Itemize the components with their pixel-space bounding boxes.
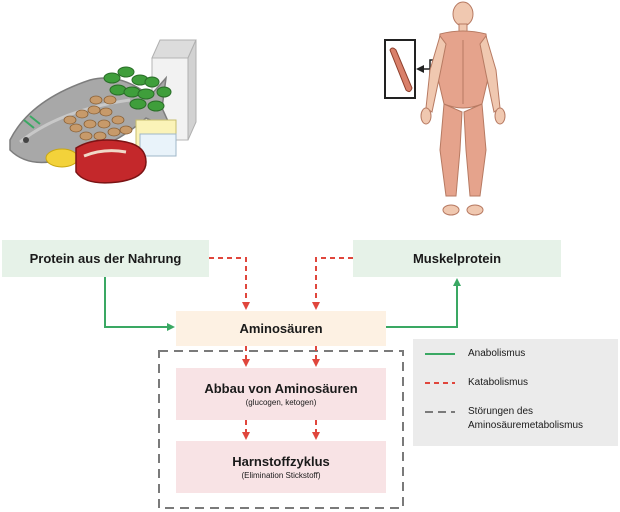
steak-icon — [75, 139, 147, 184]
legend: Anabolismus Katabolismus Störungen des A… — [413, 339, 618, 446]
node-amino-acids-title: Aminosäuren — [239, 321, 323, 336]
node-amino-acid-degradation-sub: (glucogen, ketogen) — [245, 398, 317, 407]
legend-disorders-line — [425, 411, 455, 413]
catabolism-arrow-muscle-to-amino — [312, 257, 353, 310]
legend-catabolism-label: Katabolismus — [468, 377, 529, 388]
anabolism-arrow-food-to-amino — [104, 277, 175, 331]
catabolism-arrow-food-to-amino — [209, 257, 250, 310]
legend-anabolism-line — [425, 352, 455, 355]
legend-catabolism-line — [425, 381, 455, 384]
node-muscle-protein: Muskelprotein — [353, 240, 561, 277]
anabolism-arrow-amino-to-muscle — [386, 278, 461, 328]
disorders-region — [158, 350, 404, 509]
legend-item-anabolism: Anabolismus — [413, 348, 525, 359]
node-amino-acids: Aminosäuren — [176, 311, 386, 346]
node-amino-acid-degradation: Abbau von Aminosäuren (glucogen, ketogen… — [176, 368, 386, 420]
butter-icon — [135, 119, 177, 157]
legend-disorders-label-2: Aminosäuremetabolismus — [468, 420, 584, 431]
legend-anabolism-label: Anabolismus — [468, 348, 526, 359]
lemon-icon — [45, 148, 79, 168]
muscle-detail-icon — [384, 39, 445, 99]
green-beans-icon — [103, 66, 172, 112]
human-muscle-anatomy-icon — [420, 1, 506, 216]
node-muscle-protein-title: Muskelprotein — [412, 251, 502, 266]
legend-disorders-label-1: Störungen des — [468, 406, 534, 417]
node-amino-acid-degradation-title: Abbau von Aminosäuren — [204, 381, 358, 396]
legend-item-catabolism: Katabolismus — [413, 377, 528, 388]
beans-pile-icon — [63, 95, 133, 141]
legend-item-disorders: Störungen des Aminosäuremetabolismus — [413, 405, 583, 433]
node-urea-cycle-title: Harnstoffzyklus — [232, 454, 330, 469]
node-dietary-protein: Protein aus der Nahrung — [2, 240, 209, 277]
node-dietary-protein-title: Protein aus der Nahrung — [29, 251, 182, 266]
node-urea-cycle-sub: (Elimination Stickstoff) — [241, 471, 321, 480]
node-urea-cycle: Harnstoffzyklus (Elimination Stickstoff) — [176, 441, 386, 493]
food-illustration — [9, 39, 197, 184]
